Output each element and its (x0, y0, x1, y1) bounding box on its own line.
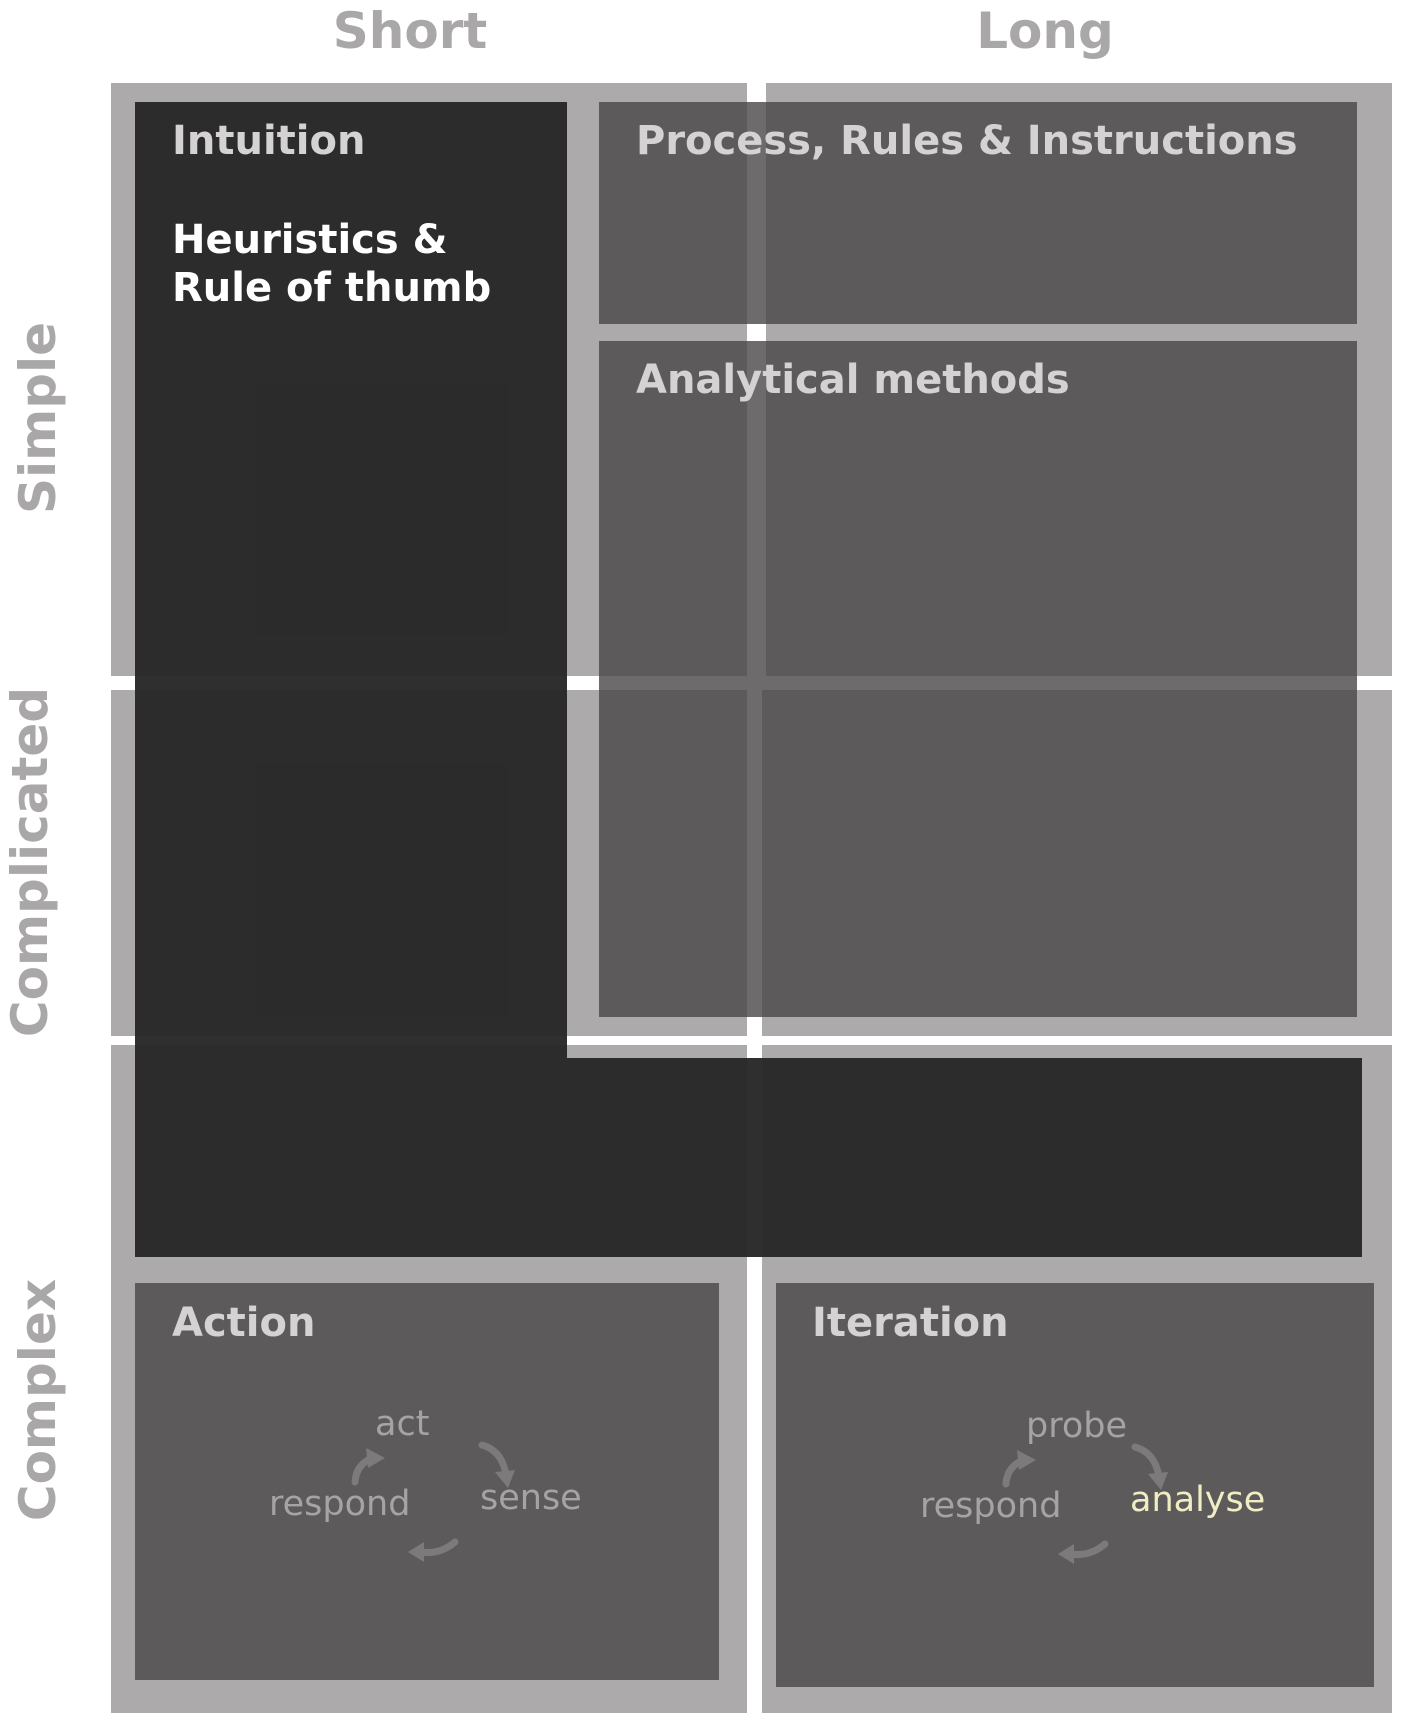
process-panel (599, 102, 1357, 324)
iteration-panel (776, 1283, 1374, 1687)
intuition-panel-horizontal (135, 1058, 1362, 1257)
action-cycle-sense: sense (480, 1478, 582, 1518)
iteration-cycle-respond: respond (920, 1486, 1062, 1526)
action-cycle-act: act (375, 1404, 430, 1444)
iteration-panel-title: Iteration (812, 1300, 1009, 1346)
action-panel (135, 1283, 719, 1680)
column-header-short: Short (332, 2, 488, 60)
intuition-panel-vertical (135, 102, 567, 1058)
iteration-cycle-analyse: analyse (1130, 1480, 1266, 1520)
column-header-long: Long (976, 2, 1114, 60)
iteration-cycle-probe: probe (1026, 1406, 1128, 1446)
action-panel-title: Action (172, 1300, 316, 1346)
process-panel-title: Process, Rules & Instructions (636, 118, 1298, 164)
intuition-panel-title: Intuition (172, 118, 366, 164)
analytical-panel (599, 341, 1357, 1017)
action-cycle-arrows-icon (351, 1441, 515, 1562)
row-header-complicated: Complicated (1, 686, 59, 1038)
action-cycle-respond: respond (269, 1484, 411, 1524)
row-header-complex: Complex (9, 1278, 67, 1522)
analytical-panel-title: Analytical methods (636, 357, 1070, 403)
row-header-simple: Simple (9, 321, 67, 515)
iteration-cycle-arrows-icon (1002, 1443, 1168, 1564)
heuristics-label: Heuristics & Rule of thumb (172, 217, 492, 311)
